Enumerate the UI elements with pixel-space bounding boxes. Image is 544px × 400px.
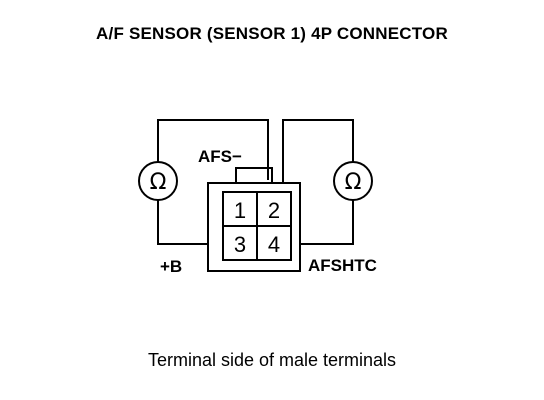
diagram-caption: Terminal side of male terminals [147, 350, 397, 370]
terminal-4: 4 [268, 232, 280, 257]
left-ohmmeter-circuit [138, 119, 269, 245]
right-wire-bottom [300, 200, 354, 245]
right-ohmmeter-circuit [282, 119, 373, 245]
label-afs: AFS− [198, 147, 242, 166]
left-ohmmeter-circle [138, 161, 178, 201]
terminal-1: 1 [234, 198, 246, 223]
left-wire-top [157, 119, 269, 180]
connector-latch [235, 167, 273, 183]
terminal-3: 3 [234, 232, 246, 257]
diagram-title: A/F SENSOR (SENSOR 1) 4P CONNECTOR [96, 24, 448, 43]
right-ohmmeter-circle [333, 161, 373, 201]
left-wire-bottom [157, 200, 208, 245]
right-wire-top [282, 119, 354, 182]
label-plus-b: +B [160, 257, 182, 276]
terminal-2: 2 [268, 198, 280, 223]
left-ohm-icon: Ω [150, 170, 167, 195]
connector-housing [207, 167, 301, 272]
right-ohm-icon: Ω [345, 170, 362, 195]
label-afshtc: AFSHTC [308, 256, 377, 275]
